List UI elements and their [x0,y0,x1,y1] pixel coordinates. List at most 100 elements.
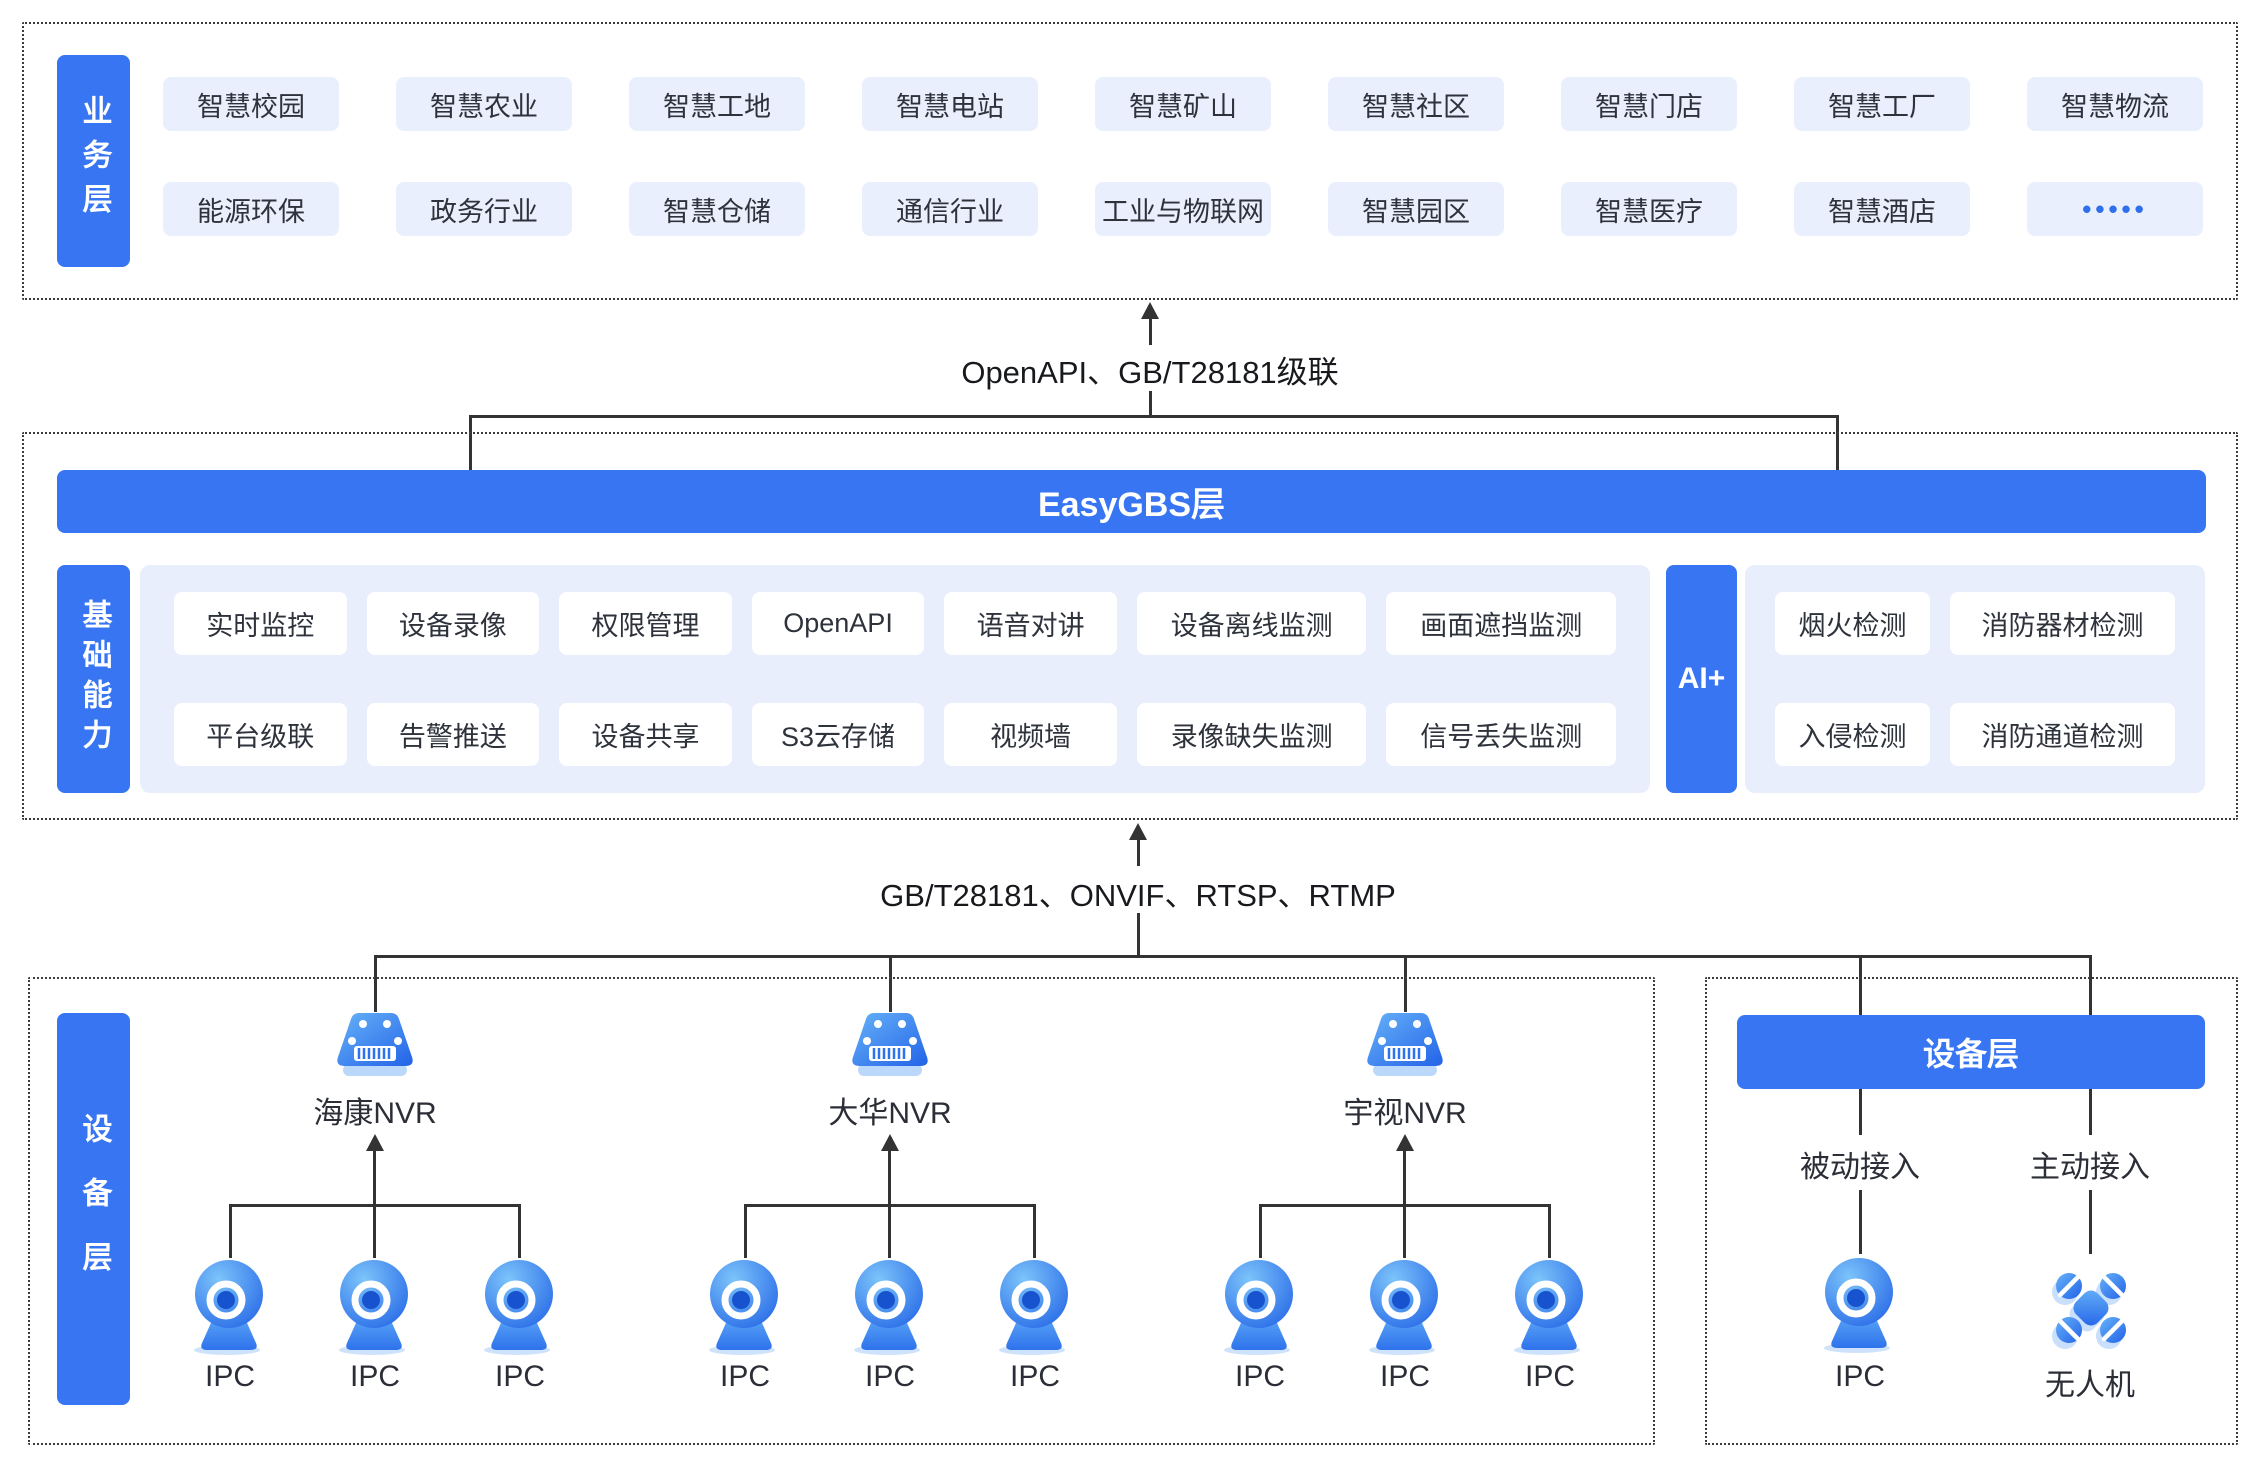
capability-chip: 语音对讲 [944,592,1117,655]
capability-chip: OpenAPI [751,592,925,655]
access-mode-label: 主动接入 [2030,1151,2150,1184]
ipc-camera-icon [339,1260,408,1355]
connector-line [1548,1204,1551,1258]
nvr-group: 宇视NVR IPC IPC IPC [1205,1000,1605,1410]
connector-line [374,955,377,1012]
ipc-label: IPC [494,1360,545,1393]
connector-line [1137,913,1140,955]
business-chip: 智慧工地 [629,77,805,131]
business-chip: 智慧农业 [396,77,572,131]
business-chip-row-2: 能源环保 政务行业 智慧仓储 通信行业 工业与物联网 智慧园区 智慧医疗 智慧酒… [163,182,2203,236]
business-chip: 智慧酒店 [1794,182,1970,236]
connector-line [1260,1204,1550,1207]
ipc-camera-icon [484,1260,553,1355]
access-panel-box [1705,977,2238,1445]
connector-line [469,415,1839,418]
ai-chip: 烟火检测 [1775,592,1931,655]
ipc-label: IPC [204,1360,255,1393]
ipc-label: IPC [864,1360,915,1393]
connector-line [1859,1190,1862,1254]
arrow-up-icon [1141,302,1159,319]
business-chip: 智慧电站 [862,77,1038,131]
connector-line [518,1204,521,1258]
business-chip: 通信行业 [862,182,1038,236]
business-chip: 能源环保 [163,182,339,236]
business-chip: 智慧门店 [1561,77,1737,131]
business-chip: 智慧校园 [163,77,339,131]
ai-chip: 消防通道检测 [1950,703,2175,766]
connector-line [889,955,892,1012]
connector-line [744,1204,747,1258]
connector-line [469,415,472,470]
more-dots-chip: ••••• [2027,182,2203,236]
capability-chip: 告警推送 [366,703,540,766]
top-protocol-label: OpenAPI、GB/T28181级联 [961,355,1339,390]
drone-icon [2052,1273,2126,1349]
capability-chip: 录像缺失监测 [1136,703,1367,766]
connector-line [230,1204,520,1207]
business-chip: 智慧园区 [1328,182,1504,236]
ipc-label: IPC [1524,1360,1575,1393]
nvr-icon [1367,1013,1443,1076]
capability-chip: 设备共享 [559,703,732,766]
ipc-camera-icon [1824,1258,1893,1353]
business-layer-label: 业务层 [57,55,130,267]
connector-line [1259,1204,1262,1258]
device-layer-side-label: 设备层 [57,1013,130,1405]
capability-chip: S3云存储 [751,703,925,766]
business-chip: 智慧工厂 [1794,77,1970,131]
business-chip: 智慧仓储 [629,182,805,236]
capability-chip: 权限管理 [559,592,732,655]
nvr-name: 海康NVR [313,1097,437,1130]
nvr-name: 宇视NVR [1343,1097,1467,1130]
nvr-icon [337,1013,413,1076]
connector-line [1149,391,1152,417]
ipc-label: IPC [349,1360,400,1393]
ai-chip: 入侵检测 [1775,703,1931,766]
ipc-camera-icon [999,1260,1068,1355]
connector-line [1404,955,1407,1012]
business-chip: 工业与物联网 [1095,182,1271,236]
business-chip: 政务行业 [396,182,572,236]
arrow-up-icon [366,1134,384,1151]
business-layer-box [22,22,2238,300]
ipc-label: IPC [1379,1360,1430,1393]
ipc-camera-icon [194,1260,263,1355]
capability-chip: 设备录像 [366,592,540,655]
ai-plus-bar: AI+ [1666,565,1737,793]
connector-line [229,1204,232,1258]
capability-chip: 平台级联 [174,703,347,766]
platform-layer-box [22,432,2238,820]
capability-row-1: 实时监控 设备录像 权限管理 OpenAPI 语音对讲 设备离线监测 画面遮挡监… [174,592,1616,655]
ai-row-2: 入侵检测 消防通道检测 [1775,703,2175,766]
connector-line [1033,1204,1036,1258]
connector-line [1149,319,1152,345]
connector-line [1137,840,1140,866]
ipc-camera-icon [1224,1260,1293,1355]
ai-chip: 消防器材检测 [1950,592,2175,655]
access-mode-label: 被动接入 [1800,1151,1920,1184]
business-chip: 智慧社区 [1328,77,1504,131]
ipc-label: IPC [1834,1360,1885,1393]
nvr-group: 海康NVR IPC IPC IPC [175,1000,575,1410]
device-layer-box [28,977,1655,1445]
business-chip: 智慧物流 [2027,77,2203,131]
ipc-camera-icon [854,1260,923,1355]
capability-chip: 设备离线监测 [1136,592,1367,655]
ipc-camera-icon [709,1260,778,1355]
arrow-up-icon [1129,823,1147,840]
ai-panel: 烟火检测 消防器材检测 入侵检测 消防通道检测 [1745,565,2205,793]
ipc-camera-icon [1514,1260,1583,1355]
ipc-camera-icon [1369,1260,1438,1355]
ai-row-1: 烟火检测 消防器材检测 [1775,592,2175,655]
connector-line [1836,415,1839,470]
capability-chip: 视频墙 [944,703,1117,766]
capability-chip: 画面遮挡监测 [1386,592,1616,655]
capability-row-2: 平台级联 告警推送 设备共享 S3云存储 视频墙 录像缺失监测 信号丢失监测 [174,703,1616,766]
nvr-group: 大华NVR IPC IPC IPC [690,1000,1090,1410]
connector-line [374,955,2090,958]
arrow-up-icon [881,1134,899,1151]
easygbs-title-bar: EasyGBS层 [57,470,2206,533]
connector-line [745,1204,1035,1207]
